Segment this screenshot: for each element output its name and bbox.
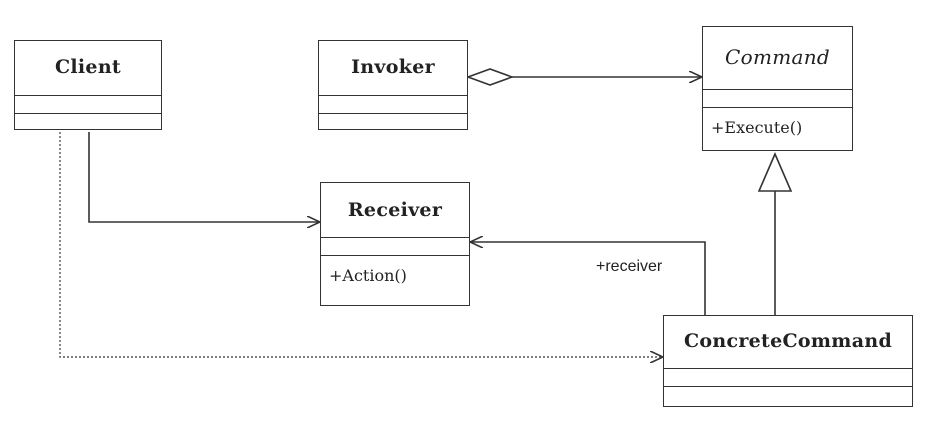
class-concretecommand-operations [664,386,912,387]
class-command-operation: +Execute() [711,118,803,137]
class-invoker-operations [319,113,467,114]
receiver-role-label: +receiver [596,258,663,275]
class-client-attributes [15,95,161,96]
class-concretecommand-name: ConcreteCommand [683,330,893,352]
class-command-attributes [703,89,852,90]
class-invoker[interactable]: Invoker [318,40,468,130]
class-receiver-operation: +Action() [329,266,407,285]
client-concretecommand-dependency [59,132,663,357]
class-client-name: Client [54,56,122,78]
aggregation-diamond [465,68,515,86]
class-invoker-name: Invoker [351,56,435,78]
class-receiver-operations [321,255,469,256]
generalization-triangle [757,151,793,192]
class-concretecommand-attributes [664,368,912,369]
class-concretecommand[interactable]: ConcreteCommand [663,315,913,407]
class-command-operations [703,107,852,108]
class-invoker-attributes [319,95,467,96]
class-client-operations [15,113,161,114]
class-receiver-name: Receiver [347,199,443,221]
class-receiver-attributes [321,237,469,238]
client-receiver-association [88,132,320,222]
class-command-name: Command [725,45,830,69]
class-receiver[interactable]: Receiver +Action() [320,182,470,306]
class-command[interactable]: Command +Execute() [702,26,853,151]
class-client[interactable]: Client [14,40,162,130]
concretecommand-receiver-association [470,242,706,315]
